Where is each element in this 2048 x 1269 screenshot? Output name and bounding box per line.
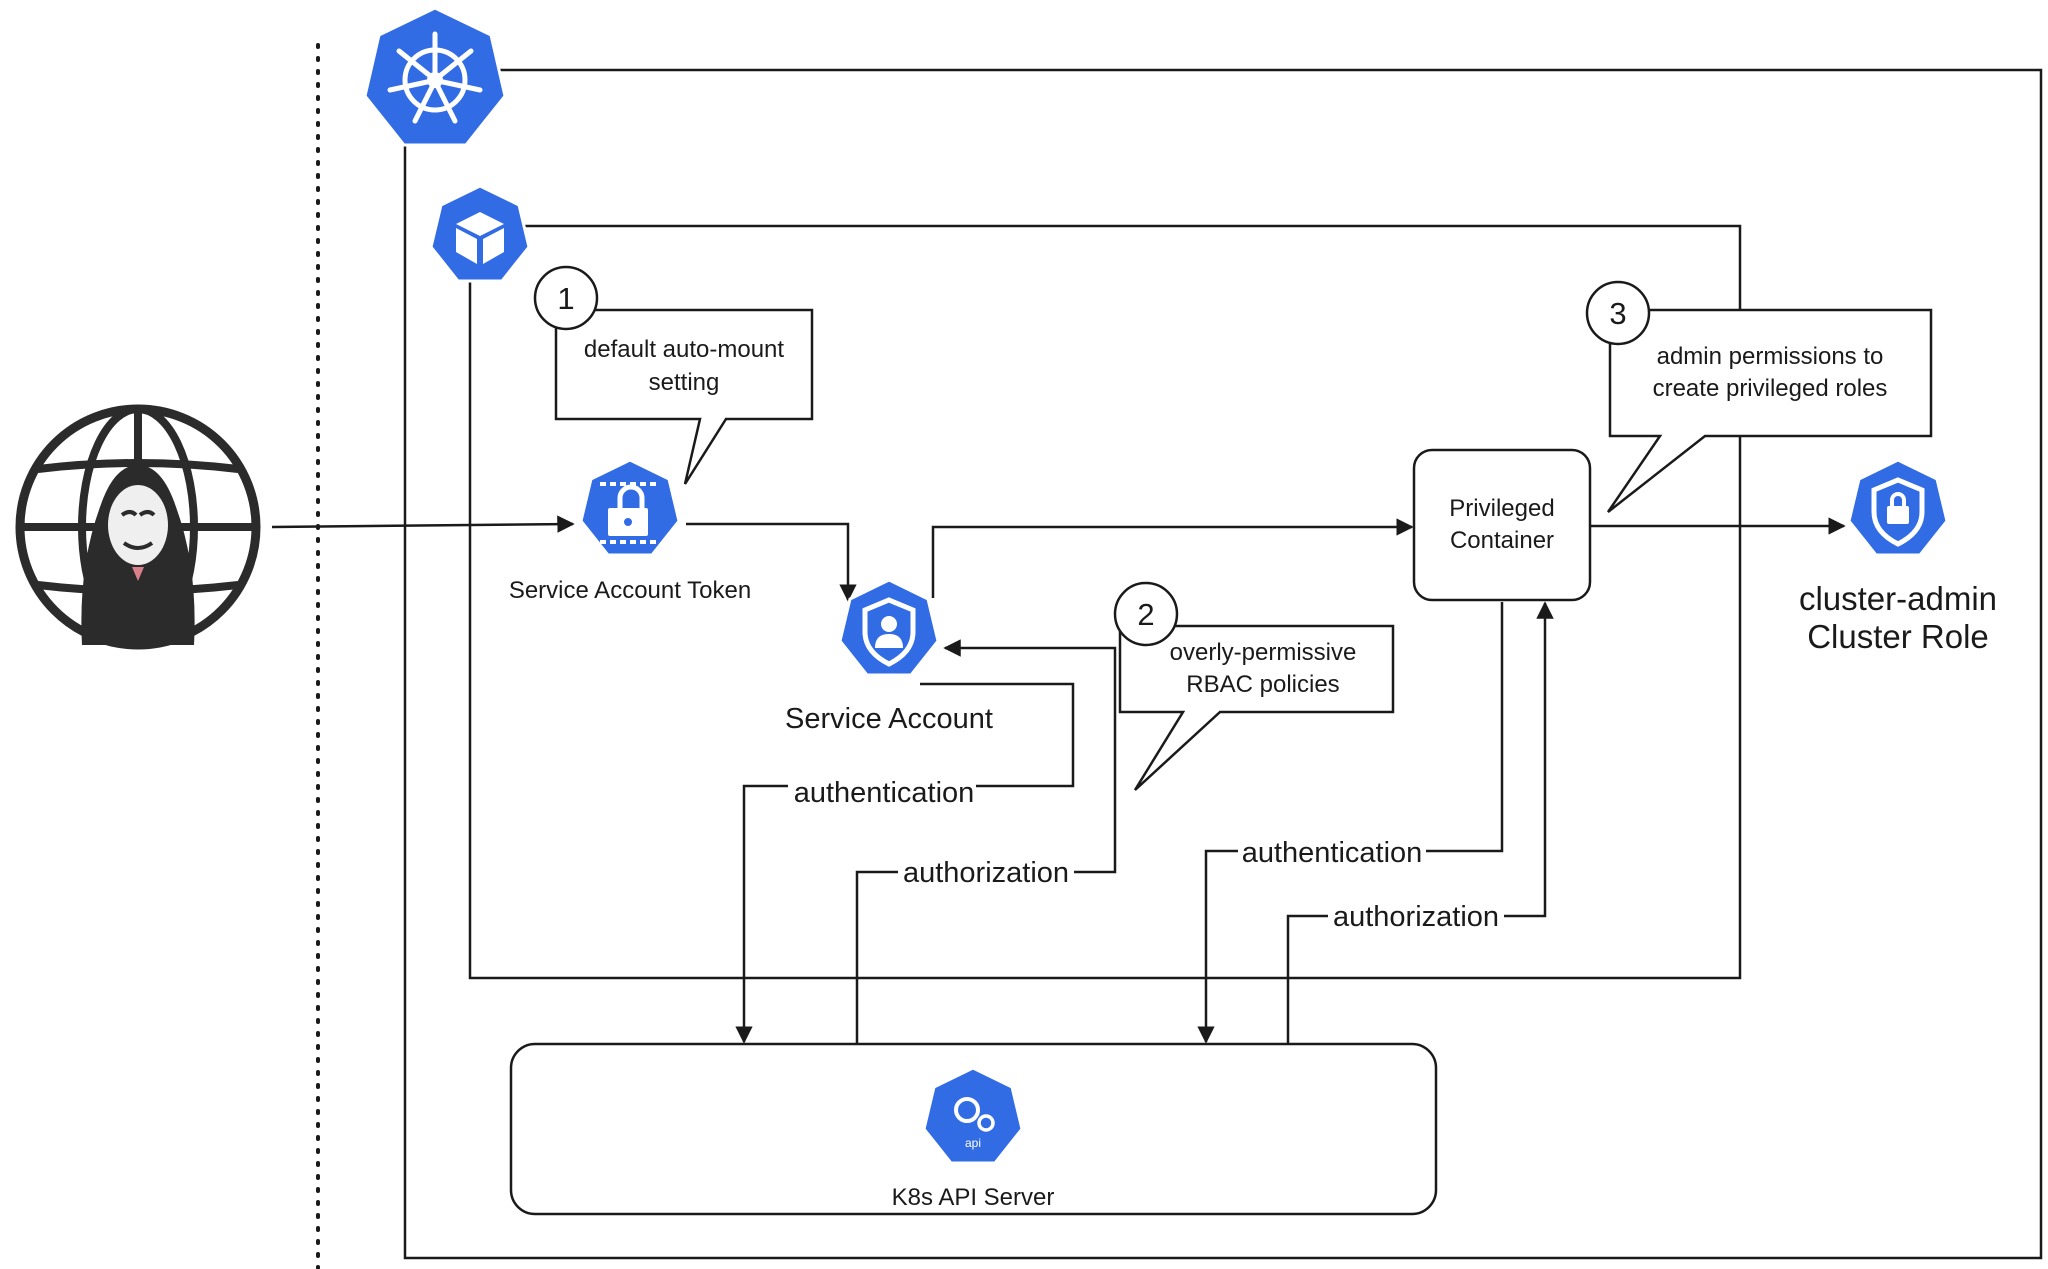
service-account-label: Service Account <box>785 703 993 735</box>
cluster-boundary <box>403 68 2043 1260</box>
svg-text:2: 2 <box>1137 597 1154 632</box>
svg-text:RBAC policies: RBAC policies <box>1186 671 1339 698</box>
callout-2: 2 overly-permissive RBAC policies <box>1113 581 1395 791</box>
edge-sa-authorization <box>855 639 1117 1044</box>
svg-text:create privileged roles: create privileged roles <box>1653 375 1888 402</box>
label-sa-authorization: authorization <box>903 857 1069 889</box>
api-server-icon: api <box>922 1066 1024 1165</box>
cluster-role-label-2: Cluster Role <box>1807 618 1989 655</box>
svg-text:3: 3 <box>1609 296 1626 331</box>
callout-1: 1 default auto-mount setting <box>533 265 814 485</box>
privileged-container-box[interactable] <box>1412 448 1592 602</box>
svg-text:overly-permissive: overly-permissive <box>1170 639 1357 666</box>
secret-token-icon[interactable] <box>579 458 681 557</box>
api-server-label: K8s API Server <box>892 1184 1055 1211</box>
edge-attacker-token <box>271 515 575 533</box>
edge-sa-authentication <box>735 682 1075 1044</box>
edge-token-service-account <box>686 522 857 602</box>
pod-cube-icon <box>429 184 531 283</box>
svg-text:default auto-mount: default auto-mount <box>584 336 784 363</box>
privileged-container-label-1: Privileged <box>1449 495 1554 522</box>
hacker-globe-icon <box>15 404 261 650</box>
privileged-container-label-2: Container <box>1450 527 1554 554</box>
edge-service-account-container <box>931 518 1414 598</box>
svg-text:api: api <box>965 1136 981 1150</box>
label-pc-authentication: authentication <box>1242 837 1423 869</box>
label-pc-authorization: authorization <box>1333 901 1499 933</box>
kubernetes-helm-icon <box>363 6 507 147</box>
cluster-role-label-1: cluster-admin <box>1799 580 1997 617</box>
service-account-token-label: Service Account Token <box>509 577 751 604</box>
svg-text:setting: setting <box>649 369 720 396</box>
role-lock-icon[interactable] <box>1847 458 1949 557</box>
service-account-icon[interactable] <box>838 578 940 677</box>
label-sa-authentication: authentication <box>794 777 975 809</box>
svg-text:admin permissions to: admin permissions to <box>1657 343 1884 370</box>
svg-text:1: 1 <box>557 281 574 316</box>
callout-3: 3 admin permissions to create privileged… <box>1585 280 1933 513</box>
pod-boundary <box>468 224 1742 980</box>
